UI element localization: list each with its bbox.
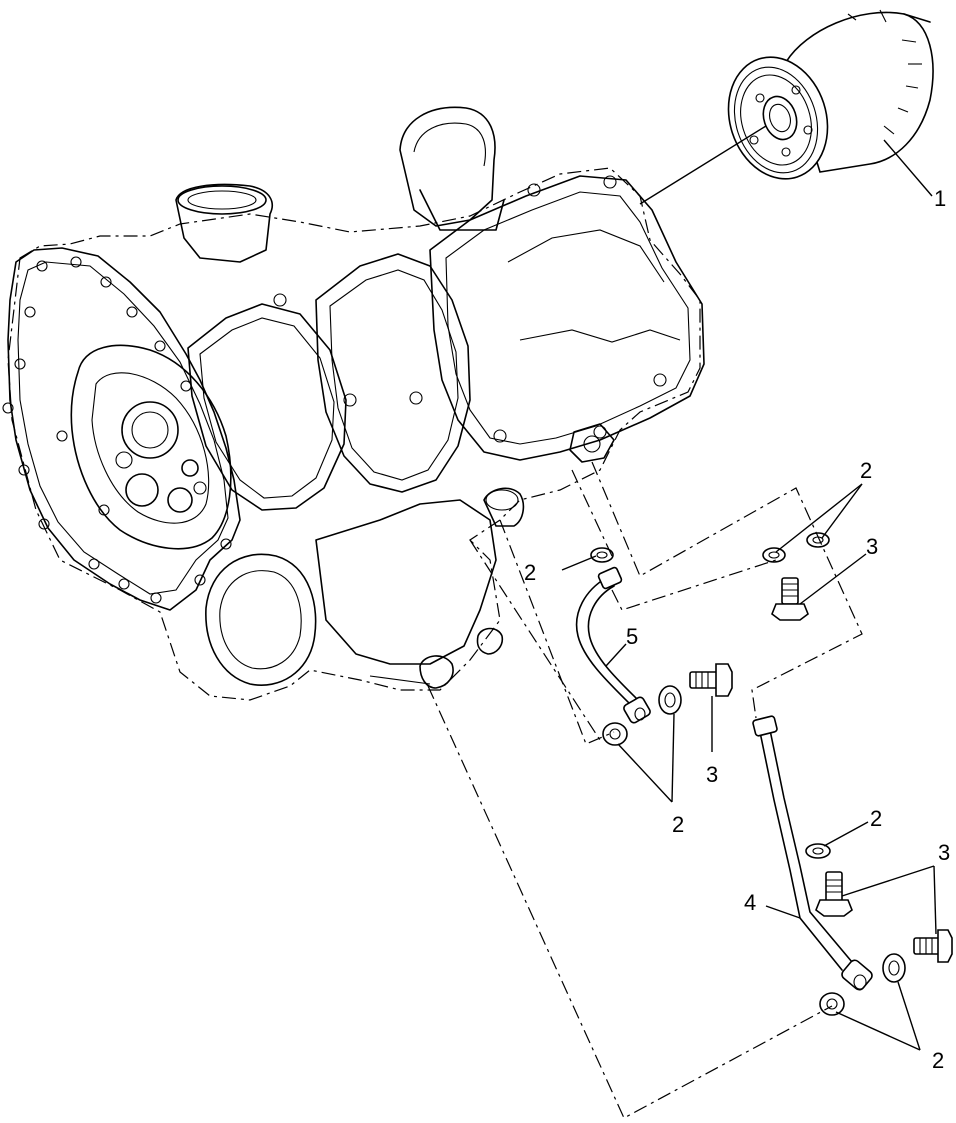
routing-lines	[427, 461, 863, 1119]
callout-bolt: 3	[938, 840, 950, 865]
engine-crankcase	[2, 106, 705, 701]
callout-labels: 1 2 3 2 5 3 2 2 3 4 2	[524, 186, 950, 1073]
oil-line-lower	[752, 715, 873, 991]
callout-washer: 2	[860, 458, 872, 483]
oil-line-upper	[575, 566, 651, 724]
callout-washer: 2	[672, 812, 684, 837]
washer	[819, 992, 845, 1016]
washer	[590, 547, 614, 563]
banjo-bolt	[771, 577, 809, 621]
washer	[806, 532, 830, 548]
callout-oil-filter: 1	[934, 186, 946, 211]
banjo-bolt	[689, 663, 733, 697]
callout-oil-line-upper: 5	[626, 624, 638, 649]
washer	[882, 953, 906, 983]
banjo-bolt	[815, 871, 853, 917]
callout-washer: 2	[524, 560, 536, 585]
oil-filter	[639, 9, 934, 205]
flange-bolt-holes	[2, 256, 232, 604]
washer	[658, 685, 682, 715]
callout-bolt: 3	[706, 762, 718, 787]
washer	[762, 547, 786, 563]
washer	[602, 722, 628, 746]
banjo-bolt	[913, 929, 953, 963]
washer	[805, 843, 831, 859]
callout-washer: 2	[870, 806, 882, 831]
banjo-bolts	[689, 577, 953, 963]
callout-washer: 2	[932, 1048, 944, 1073]
oil-filter-grip-ribs	[847, 9, 922, 135]
leader-lines	[561, 139, 937, 1051]
callout-oil-line-lower: 4	[744, 890, 756, 915]
callout-bolt: 3	[866, 534, 878, 559]
